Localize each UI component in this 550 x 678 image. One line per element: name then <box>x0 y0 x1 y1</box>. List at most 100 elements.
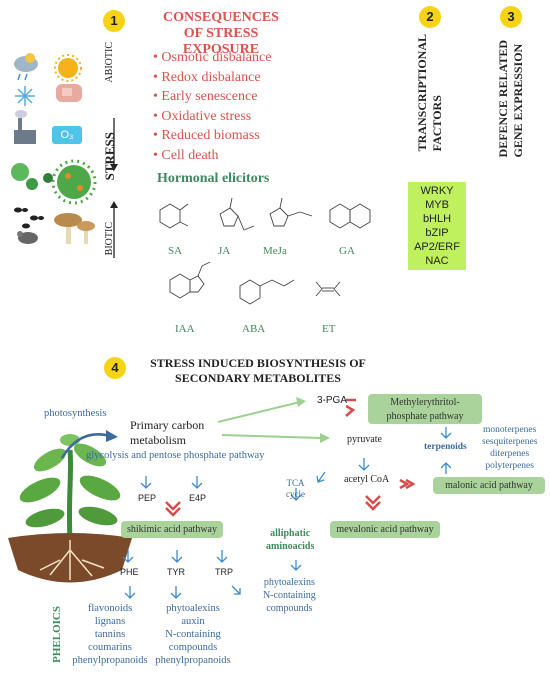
terpene-class: monoterpenes <box>483 425 537 435</box>
ja-structure <box>219 197 255 231</box>
malonic-pathway-box: malonic acid pathway <box>433 477 545 494</box>
tf-item: NAC <box>425 255 449 267</box>
bacteria-icon <box>11 163 53 190</box>
alliphatic-product: compounds <box>266 603 313 614</box>
hormone-label-ga: GA <box>339 245 355 257</box>
consequences-title-line1: CONSEQUENCES <box>163 10 279 25</box>
consequences-list: Osmotic disbalance Redox disbalance Earl… <box>153 48 271 165</box>
amino-phe: PHE <box>120 567 139 577</box>
phe-product: coumarins <box>88 642 132 653</box>
tca-cycle-label: TCA cycle <box>286 478 305 500</box>
insects-icon <box>14 207 44 229</box>
hormone-label-et: ET <box>322 323 336 335</box>
badge-4: 4 <box>104 357 126 379</box>
alliphatic-product: N-containing <box>263 590 316 601</box>
ozone-label: O₃ <box>60 129 74 141</box>
badge-3: 3 <box>500 6 522 28</box>
tyr-products: phytoalexins auxin N-containing compound… <box>143 602 243 667</box>
hormone-label-ja: JA <box>218 245 231 257</box>
alliphatic-line1: alliphatic <box>270 528 311 539</box>
phe-product: flavonoids <box>87 603 133 614</box>
transcription-title-line2: FACTORS <box>430 95 444 152</box>
hormones-title: Hormonal elicitors <box>157 171 270 186</box>
consequence-item: Cell death <box>153 146 271 166</box>
defence-title: DEFENCE RELATED GENE EXPRESSION <box>496 40 526 157</box>
tf-item: MYB <box>425 199 449 211</box>
amino-trp: TRP <box>215 567 233 577</box>
rodent-icon <box>17 231 38 244</box>
phe-products: flavonoids lignans tannins coumarins phe… <box>70 602 150 667</box>
pathway-arrows <box>60 397 452 599</box>
consequence-item: Osmotic disbalance <box>153 48 271 68</box>
sun-icon <box>54 54 82 82</box>
tyr-product: N-containing compounds <box>165 629 221 653</box>
alliphatic-product: phytoalexins <box>263 577 315 588</box>
hormone-structures <box>159 197 371 305</box>
pyruvate-label: pyruvate <box>347 434 382 445</box>
salt-crystals-icon <box>56 84 82 102</box>
badge-1: 1 <box>103 10 125 32</box>
consequence-item: Early senescence <box>153 87 271 107</box>
terpene-class: sesquiterpenes <box>482 437 538 447</box>
mep-pathway-box: Methylerythritol- phosphate pathway <box>368 394 482 424</box>
primary-line1: Primary carbon <box>130 418 205 432</box>
mep-line1: Methylerythritol- <box>390 397 460 408</box>
pga-label: 3-PGA <box>317 395 348 406</box>
ga-structure <box>329 203 371 229</box>
primary-metabolism-label: Primary carbon metabolism <box>130 418 204 448</box>
et-structure <box>315 281 341 297</box>
transcription-title-line1: TRANSCRIPTIONAL <box>415 34 429 152</box>
stress-arrows <box>110 118 118 258</box>
hormone-label-meja: MeJa <box>263 245 287 257</box>
phe-product: tannins <box>94 629 126 640</box>
transcription-factors-box: WRKY MYB bHLH bZIP AP2/ERF NAC <box>408 182 466 270</box>
tf-item: WRKY <box>420 185 454 197</box>
primary-line2: metabolism <box>130 433 186 447</box>
consequence-item: Oxidative stress <box>153 107 271 127</box>
biosynthesis-title-line2: SECONDARY METABOLITES <box>175 371 341 385</box>
defence-title-line2: GENE EXPRESSION <box>511 43 525 158</box>
factory-icon <box>14 110 36 144</box>
amino-tyr: TYR <box>167 567 185 577</box>
ozone-icon <box>52 126 82 144</box>
virus-icon <box>51 159 97 205</box>
pep-label: PEP <box>138 493 157 503</box>
e4p-label: E4P <box>189 493 207 503</box>
alliphatic-products: phytoalexins N-containing compounds <box>263 576 316 615</box>
tca-line1: TCA <box>286 478 305 488</box>
photosynthesis-label: photosynthesis <box>44 408 107 419</box>
meja-structure <box>269 197 313 227</box>
consequence-item: Reduced biomass <box>153 126 271 146</box>
glycolysis-label: glycolysis and pentose phosphate pathway <box>86 450 265 461</box>
hormone-label-iaa: IAA <box>175 323 195 335</box>
terpene-class: diterpenes <box>490 449 530 459</box>
tca-line2: cycle <box>286 489 305 499</box>
defence-title-line1: DEFENCE RELATED <box>496 40 510 158</box>
alliphatic-label: alliphatic aminoacids <box>266 527 314 553</box>
phe-product: lignans <box>94 616 126 627</box>
hormone-label-aba: ABA <box>242 323 266 335</box>
terpene-classes: monoterpenes sesquiterpenes diterpenes p… <box>482 424 537 472</box>
phe-product: phenylpropanoids <box>72 655 148 666</box>
tf-item: bZIP <box>425 227 449 239</box>
phenolics-vertical-label: PHELOICS <box>51 606 63 663</box>
soil-icon <box>8 533 132 583</box>
iaa-structure <box>169 261 211 299</box>
biosynthesis-title: STRESS INDUCED BIOSYNTHESIS OF SECONDARY… <box>138 356 378 386</box>
sa-structure <box>159 203 189 229</box>
terpene-class: polyterpenes <box>485 461 534 471</box>
shikimic-pathway-box: shikimic acid pathway <box>121 521 223 538</box>
mevalonic-pathway-box: mevalonic acid pathway <box>330 521 440 538</box>
rain-cloud-icon <box>14 53 38 81</box>
tyr-product: phytoalexins <box>166 603 220 614</box>
plant-illustration <box>8 434 132 583</box>
tyr-product: auxin <box>181 616 205 627</box>
mep-line2: phosphate pathway <box>386 411 464 422</box>
biosynthesis-title-line1: STRESS INDUCED BIOSYNTHESIS OF <box>150 356 366 370</box>
terpenoids-label: terpenoids <box>424 442 467 452</box>
hormone-label-sa: SA <box>168 245 183 257</box>
tyr-product: phenylpropanoids <box>155 655 231 666</box>
snowflake-icon <box>15 86 35 106</box>
acetyl-coa-label: acetyl CoA <box>344 474 390 485</box>
transcription-title: TRANSCRIPTIONAL FACTORS <box>415 34 445 151</box>
